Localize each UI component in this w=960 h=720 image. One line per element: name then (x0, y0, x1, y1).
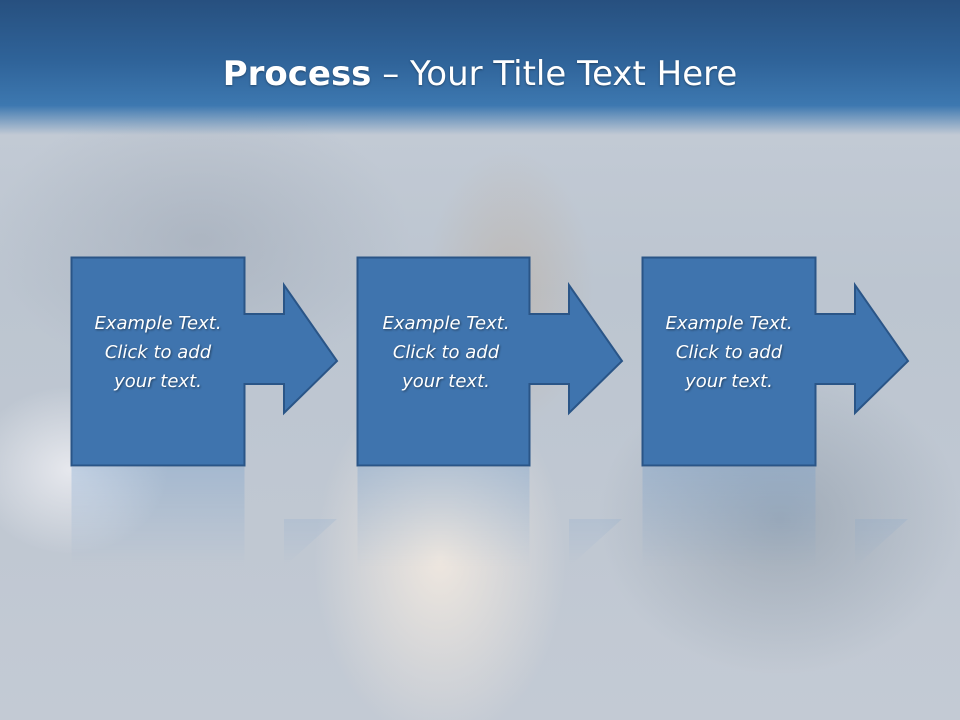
title-bold: Process (222, 54, 372, 94)
title-banner (0, 0, 960, 135)
step-3-text: Example Text. Click to add your text. (665, 313, 793, 392)
step-2-text: Example Text. Click to add your text. (382, 313, 510, 392)
process-step-2[interactable]: Example Text. Click to add your text. (356, 256, 625, 467)
step-3-shape (641, 256, 910, 467)
process-step-1[interactable]: Example Text. Click to add your text. (70, 256, 339, 467)
slide-title[interactable]: Process – Your Title Text Here (0, 52, 960, 96)
step-1-reflection (71, 467, 339, 567)
step-2-reflection (357, 467, 625, 567)
step-1-text: Example Text. Click to add your text. (94, 313, 222, 392)
step-3-reflection (642, 467, 910, 567)
step-1-shape (70, 256, 339, 467)
title-rest: – Your Title Text Here (371, 54, 738, 94)
step-2-shape (356, 256, 624, 467)
process-step-3[interactable]: Example Text. Click to add your text. (641, 256, 910, 467)
